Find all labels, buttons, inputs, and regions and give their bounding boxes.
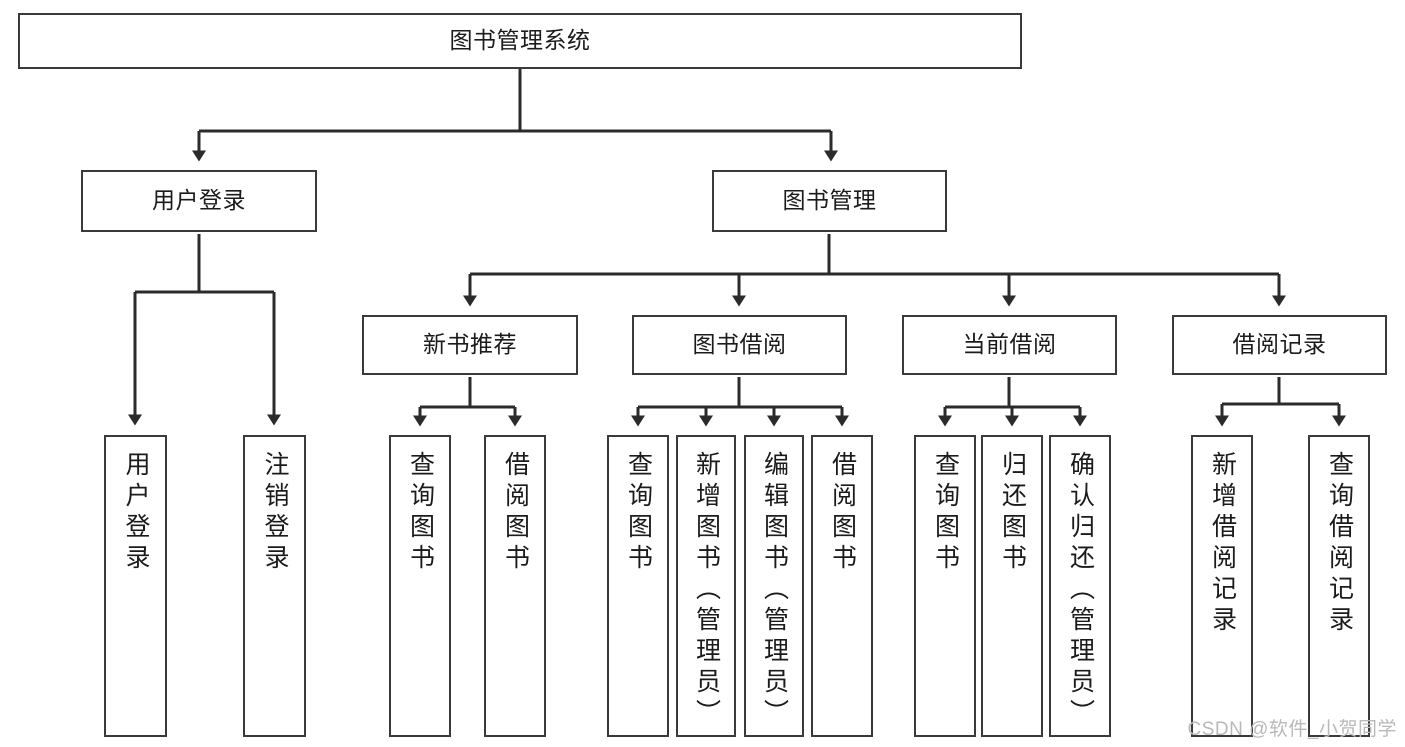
node-label: 新增图书（管理员） (692, 451, 721, 730)
node-label: 归还图书 (998, 451, 1027, 575)
node-label: 查询图书 (931, 451, 960, 575)
node-label: 查询图书 (624, 451, 653, 575)
node-leaf-borrow-book-1[interactable]: 借阅图书 (484, 435, 546, 737)
node-leaf-user-logout[interactable]: 注销登录 (243, 435, 306, 737)
node-label: 注销登录 (261, 451, 289, 575)
node-leaf-add-book[interactable]: 新增图书（管理员） (676, 435, 736, 737)
node-leaf-query-book-1[interactable]: 查询图书 (389, 435, 451, 737)
node-leaf-user-login[interactable]: 用户登录 (104, 435, 167, 737)
node-label: 用户登录 (152, 187, 246, 214)
node-label: 确认归还（管理员） (1066, 451, 1095, 730)
node-leaf-confirm-return[interactable]: 确认归还（管理员） (1049, 435, 1111, 737)
node-current-borrow[interactable]: 当前借阅 (902, 315, 1117, 375)
node-user-login[interactable]: 用户登录 (81, 170, 317, 232)
node-label: 查询借阅记录 (1325, 451, 1354, 637)
node-borrow-record[interactable]: 借阅记录 (1172, 315, 1387, 375)
node-root-system[interactable]: 图书管理系统 (18, 13, 1022, 69)
node-leaf-add-record[interactable]: 新增借阅记录 (1191, 435, 1253, 737)
node-label: 图书管理系统 (449, 27, 591, 54)
node-leaf-edit-book[interactable]: 编辑图书（管理员） (744, 435, 804, 737)
node-leaf-return-book[interactable]: 归还图书 (981, 435, 1043, 737)
node-label: 用户登录 (122, 451, 150, 575)
node-label: 借阅图书 (828, 451, 857, 575)
node-label: 当前借阅 (962, 331, 1057, 358)
node-leaf-query-book-2[interactable]: 查询图书 (607, 435, 669, 737)
node-leaf-borrow-book-2[interactable]: 借阅图书 (811, 435, 873, 737)
node-label: 借阅记录 (1232, 331, 1327, 358)
node-label: 借阅图书 (501, 451, 530, 575)
node-label: 新书推荐 (423, 331, 517, 358)
node-label: 编辑图书（管理员） (760, 451, 789, 730)
node-book-manage[interactable]: 图书管理 (712, 170, 947, 232)
node-new-book-recommend[interactable]: 新书推荐 (362, 315, 578, 375)
node-label: 图书借阅 (692, 331, 787, 358)
node-leaf-query-record[interactable]: 查询借阅记录 (1308, 435, 1370, 737)
node-label: 图书管理 (782, 187, 877, 214)
node-leaf-query-book-3[interactable]: 查询图书 (914, 435, 976, 737)
node-label: 新增借阅记录 (1208, 451, 1237, 637)
node-label: 查询图书 (406, 451, 435, 575)
node-book-borrow[interactable]: 图书借阅 (632, 315, 847, 375)
